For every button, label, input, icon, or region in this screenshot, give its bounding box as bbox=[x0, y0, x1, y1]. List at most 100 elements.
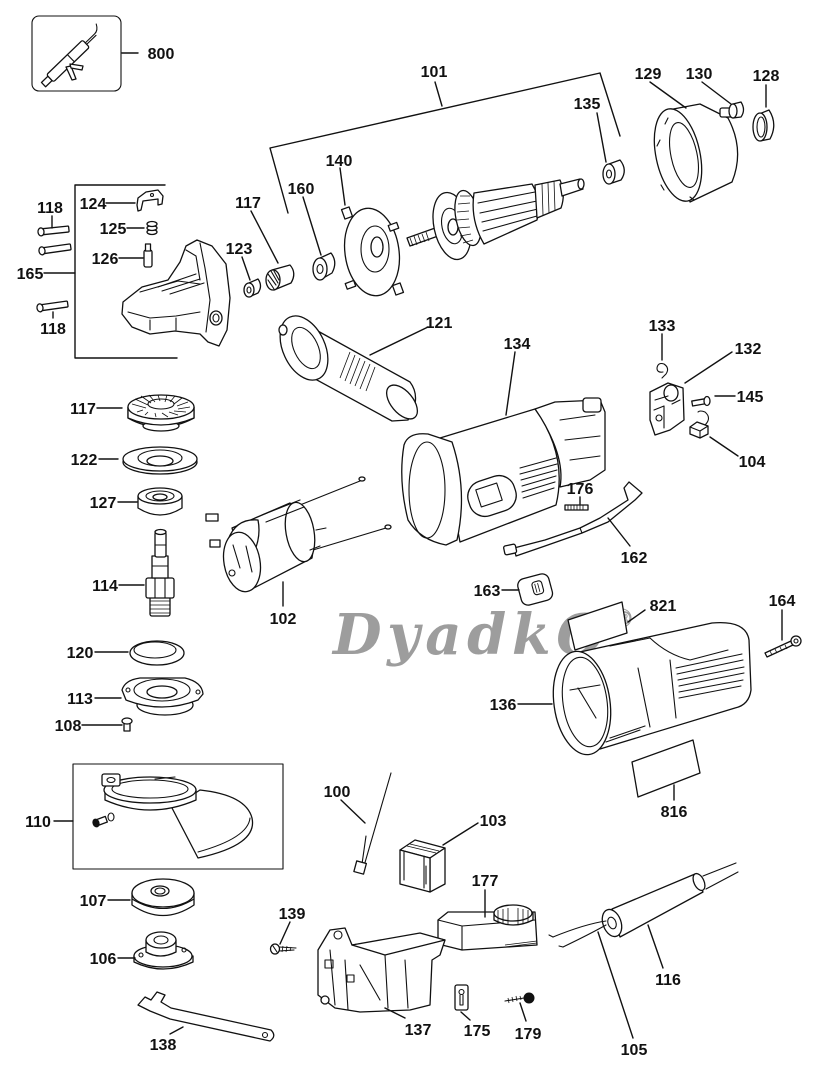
baffle-icon bbox=[340, 206, 405, 297]
bearing-housing-icon bbox=[121, 677, 204, 716]
screw-icon bbox=[121, 717, 133, 732]
callout-121: 121 bbox=[426, 315, 453, 332]
leader-line bbox=[701, 81, 732, 105]
callout-176: 176 bbox=[567, 481, 594, 498]
leader-line bbox=[649, 81, 687, 109]
leader-line bbox=[597, 931, 634, 1039]
screw-icon bbox=[269, 943, 297, 955]
bearing-icon bbox=[137, 487, 183, 516]
gear-case-icon bbox=[121, 239, 231, 347]
callout-113: 113 bbox=[67, 691, 93, 708]
clamp-nut-icon bbox=[133, 931, 194, 970]
leader-line bbox=[340, 799, 366, 824]
callout-133: 133 bbox=[649, 318, 676, 335]
switch-housing-icon bbox=[317, 927, 446, 1013]
callout-136: 136 bbox=[490, 697, 517, 714]
leader-line bbox=[505, 351, 516, 416]
callout-103: 103 bbox=[480, 813, 507, 830]
leader-line bbox=[302, 196, 322, 256]
callout-102: 102 bbox=[270, 611, 297, 628]
screw-icon bbox=[37, 225, 70, 237]
callout-118-lower: 118 bbox=[40, 321, 66, 338]
switch-rod-icon bbox=[503, 481, 643, 557]
leader-line bbox=[241, 256, 251, 281]
switch-button-icon bbox=[517, 573, 554, 606]
callout-101: 101 bbox=[421, 64, 448, 81]
callout-179: 179 bbox=[515, 1026, 542, 1043]
callout-107: 107 bbox=[80, 893, 107, 910]
bearing-icon bbox=[312, 252, 336, 281]
callout-100: 100 bbox=[324, 784, 351, 801]
callout-134: 134 bbox=[504, 336, 531, 353]
assembly-bracket bbox=[74, 184, 178, 359]
leader-line bbox=[684, 351, 733, 384]
callout-105: 105 bbox=[621, 1042, 648, 1059]
brush-holder-icon bbox=[649, 382, 685, 436]
label-sticker-icon bbox=[631, 739, 701, 798]
leader-line bbox=[460, 1011, 471, 1021]
callout-124: 124 bbox=[80, 196, 107, 213]
leader-line bbox=[442, 822, 479, 846]
inset-box bbox=[31, 15, 122, 92]
callout-123: 123 bbox=[226, 241, 253, 258]
callout-162: 162 bbox=[621, 550, 648, 567]
callout-145: 145 bbox=[737, 389, 764, 406]
power-cord-icon bbox=[548, 862, 739, 948]
callout-177: 177 bbox=[472, 873, 499, 890]
callout-110: 110 bbox=[25, 814, 51, 831]
callout-132: 132 bbox=[735, 341, 762, 358]
cable-tie-icon bbox=[353, 772, 392, 875]
spindle-icon bbox=[145, 528, 175, 617]
washer-icon bbox=[122, 446, 198, 475]
callout-122: 122 bbox=[71, 452, 98, 469]
screw-icon bbox=[38, 243, 72, 256]
pin-icon bbox=[143, 243, 153, 268]
leader-line bbox=[250, 210, 279, 264]
bearing-icon bbox=[602, 159, 625, 185]
screw-icon bbox=[764, 635, 802, 658]
plug-icon bbox=[728, 101, 745, 119]
switch-icon bbox=[437, 904, 538, 951]
callout-labels: 800 101 135 129 130 128 140 160 117 123 … bbox=[17, 46, 796, 1059]
callout-129: 129 bbox=[635, 66, 662, 83]
callout-816: 816 bbox=[661, 804, 688, 821]
leader-line bbox=[596, 112, 607, 163]
capacitor-icon bbox=[399, 839, 446, 893]
leader-line bbox=[339, 167, 346, 206]
callout-139: 139 bbox=[279, 906, 306, 923]
stator-icon bbox=[205, 476, 392, 593]
watermark: DyadkO ® bbox=[331, 602, 633, 668]
leader-line bbox=[709, 436, 739, 457]
inset-box bbox=[72, 763, 284, 870]
leader-line bbox=[607, 517, 631, 547]
leader-line bbox=[369, 326, 429, 356]
carbon-brush-icon bbox=[689, 410, 710, 439]
callout-114: 114 bbox=[92, 578, 118, 595]
callout-164: 164 bbox=[769, 593, 796, 610]
callout-128: 128 bbox=[753, 68, 780, 85]
clip-icon bbox=[454, 984, 469, 1011]
spring-icon bbox=[564, 504, 589, 511]
watermark-text: DyadkO bbox=[331, 602, 605, 668]
callout-165: 165 bbox=[17, 266, 44, 283]
callout-108: 108 bbox=[55, 718, 82, 735]
flange-icon bbox=[131, 878, 195, 917]
callout-135: 135 bbox=[574, 96, 601, 113]
bevel-gear-icon bbox=[127, 394, 195, 432]
grease-gun-icon bbox=[31, 15, 122, 92]
callout-160: 160 bbox=[288, 181, 315, 198]
leader-line bbox=[627, 609, 646, 623]
callout-118-upper: 118 bbox=[37, 200, 63, 217]
motor-housing-icon bbox=[401, 397, 606, 546]
pinion-gear-icon bbox=[265, 264, 295, 291]
callout-800: 800 bbox=[148, 46, 175, 63]
leader-line bbox=[279, 921, 291, 945]
callout-120: 120 bbox=[67, 645, 94, 662]
clip-icon bbox=[136, 189, 164, 212]
side-handle-icon bbox=[278, 315, 419, 422]
callout-106: 106 bbox=[90, 951, 117, 968]
callout-104: 104 bbox=[739, 454, 766, 471]
callout-127: 127 bbox=[90, 495, 117, 512]
label-sticker-icon bbox=[567, 601, 628, 651]
